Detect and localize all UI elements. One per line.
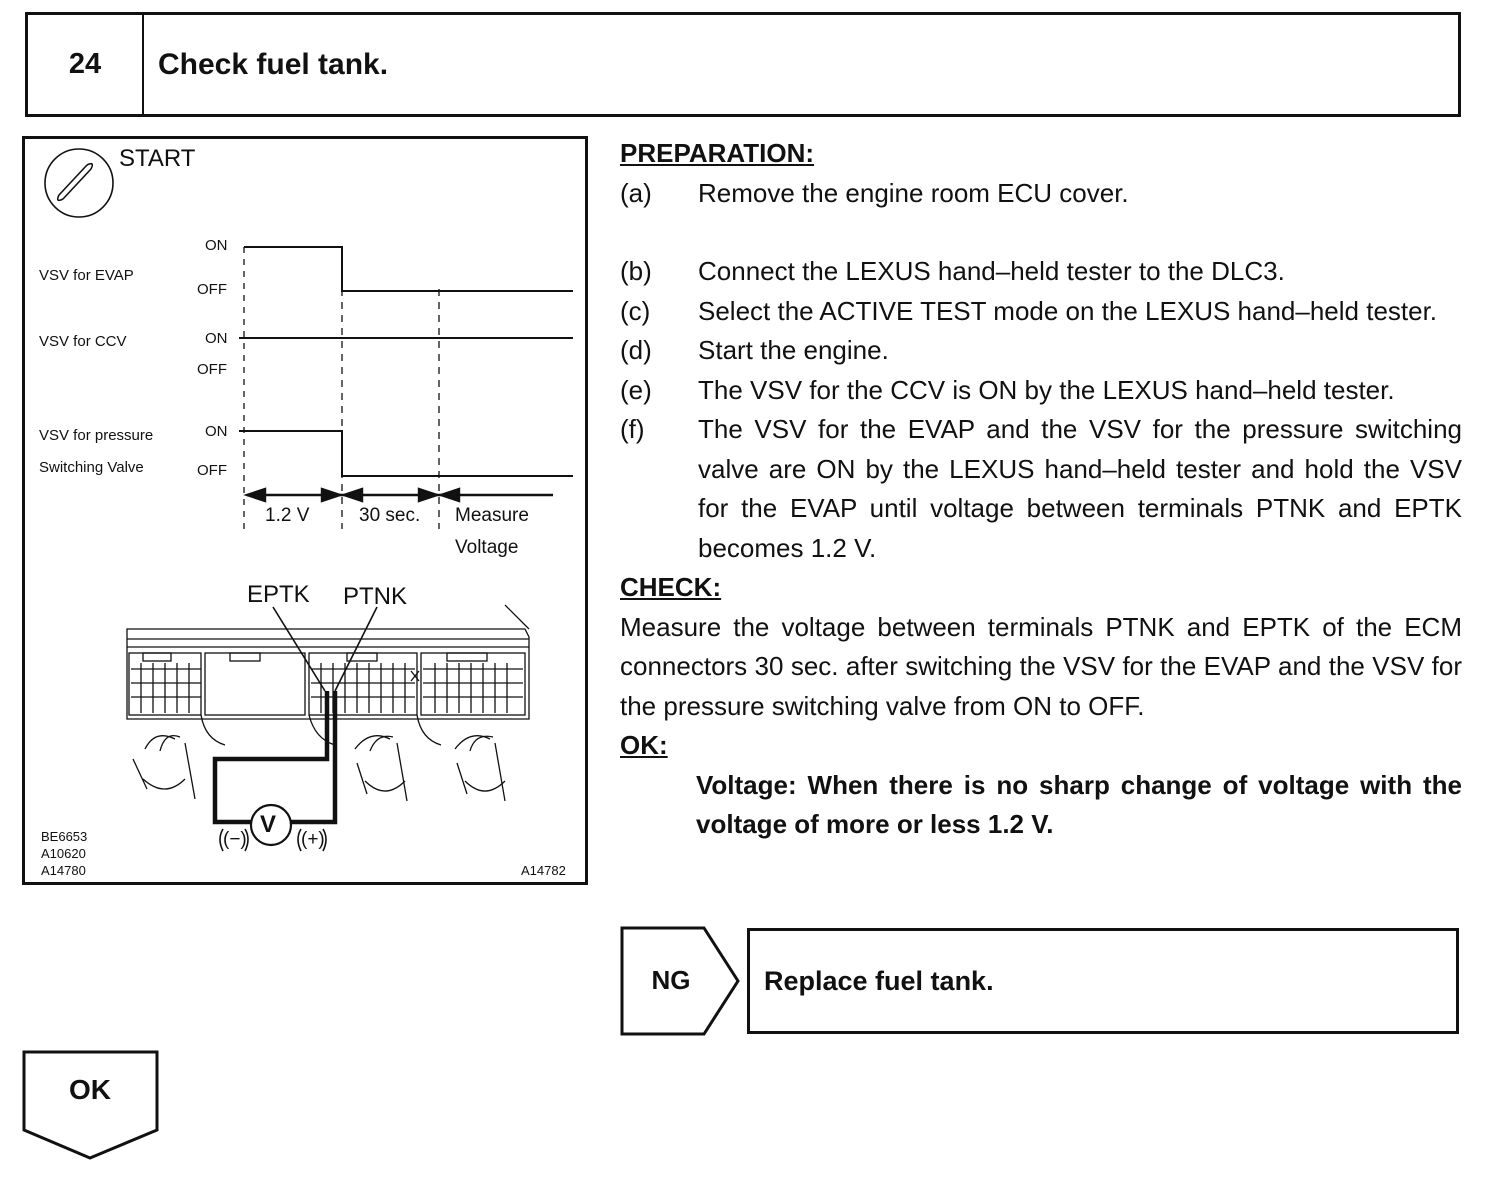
signal-label-evap: VSV for EVAP (39, 267, 134, 284)
interval-2-label: 30 sec. (359, 505, 421, 526)
ok-flow-label: OK (69, 1074, 111, 1105)
prep-item-b: (b) Connect the LEXUS hand–held tester t… (620, 256, 1285, 286)
ccv-on-label: ON (205, 330, 228, 347)
prep-item-a: (a) Remove the engine room ECU cover. (620, 177, 1129, 208)
terminal-ptnk-label: PTNK (343, 583, 408, 610)
prep-item-d: (d) Start the engine. (620, 335, 889, 365)
figure-code-2: A10620 (41, 846, 86, 861)
ng-action-box: Replace fuel tank. (747, 928, 1459, 1034)
prep-item-c: (c) Select the ACTIVE TEST mode on the L… (620, 295, 1438, 326)
terminal-eptk-label: EPTK (247, 581, 310, 608)
interval-3-label: Measure (455, 505, 529, 526)
figure-drawing (44, 148, 573, 852)
check-heading: CHECK: (620, 572, 722, 602)
waveform-vsv-evap (244, 246, 573, 292)
ok-heading: OK: (620, 730, 668, 760)
ecm-connector-drawing (126, 604, 530, 802)
prep-item-f: (f) The VSV for the EVAP and the VSV for… (620, 414, 1462, 563)
signal-label-pressure-1: VSV for pressure (39, 427, 154, 444)
figure-code-1: BE6653 (41, 829, 88, 844)
voltmeter-icon (249, 803, 293, 847)
pressure-on-label: ON (205, 423, 228, 440)
probe-lead-negative (212, 691, 330, 825)
ignition-key-icon (44, 148, 114, 218)
waveform-vsv-pressure (244, 430, 573, 477)
step-header: 24 Check fuel tank. (25, 12, 1461, 117)
ccv-off-label: OFF (197, 361, 227, 378)
procedure-text: PREPARATION: (a) Remove the engine room … (620, 134, 1462, 845)
pressure-off-label: OFF (197, 462, 227, 479)
timing-diagram-figure: START VSV for EVAP ON OFF VSV for CCV ON… (22, 136, 588, 885)
evap-off-label: OFF (197, 281, 227, 298)
preparation-heading: PREPARATION: (620, 138, 815, 168)
check-text: Measure the voltage between terminals PT… (620, 611, 1462, 721)
meter-positive-label: (+) (301, 829, 325, 850)
evap-on-label: ON (205, 237, 228, 254)
figure-code-right: A14782 (521, 863, 566, 878)
ok-arrow-shape (22, 1050, 159, 1160)
probe-lead-positive (291, 691, 338, 825)
interval-arrows (243, 487, 553, 503)
signal-label-pressure-2: Switching Valve (39, 459, 144, 476)
signal-label-ccv: VSV for CCV (39, 333, 127, 350)
step-title: Check fuel tank. (158, 47, 389, 81)
prep-item-e: (e) The VSV for the CCV is ON by the LEX… (620, 374, 1395, 405)
interval-3-label-line2: Voltage (455, 537, 519, 558)
interval-1-label: 1.2 V (265, 505, 310, 526)
voltmeter-symbol: V (260, 811, 277, 838)
ng-label: NG (651, 964, 691, 995)
meter-negative-label: (−) (223, 829, 247, 850)
ok-specification: Voltage: When there is no sharp change o… (696, 769, 1462, 840)
step-number: 24 (28, 15, 144, 114)
ng-arrow-shape (620, 926, 740, 1036)
start-label: START (119, 145, 196, 172)
figure-code-3: A14780 (41, 863, 86, 878)
